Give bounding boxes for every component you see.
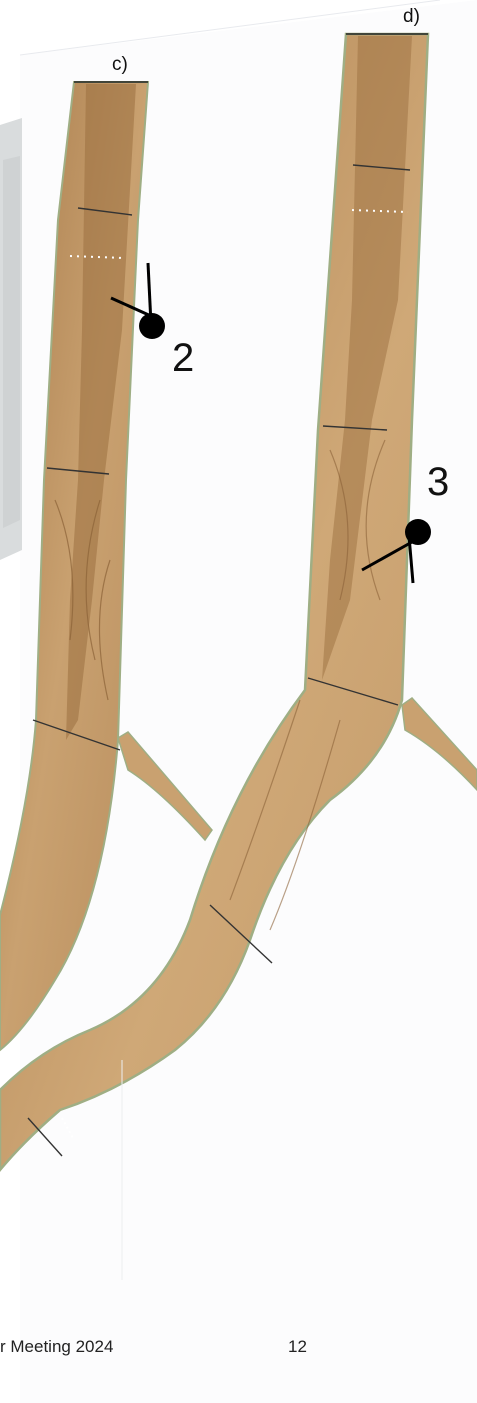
marker-number-2: 2 (172, 336, 194, 381)
footer-event-text: r Meeting 2024 (0, 1337, 113, 1357)
photo-strip-texture (3, 156, 20, 528)
page-number: 12 (288, 1337, 307, 1357)
panel-label-c: c) (112, 54, 128, 76)
panel-label-d: d) (403, 6, 420, 28)
marker-number-3: 3 (427, 460, 449, 505)
